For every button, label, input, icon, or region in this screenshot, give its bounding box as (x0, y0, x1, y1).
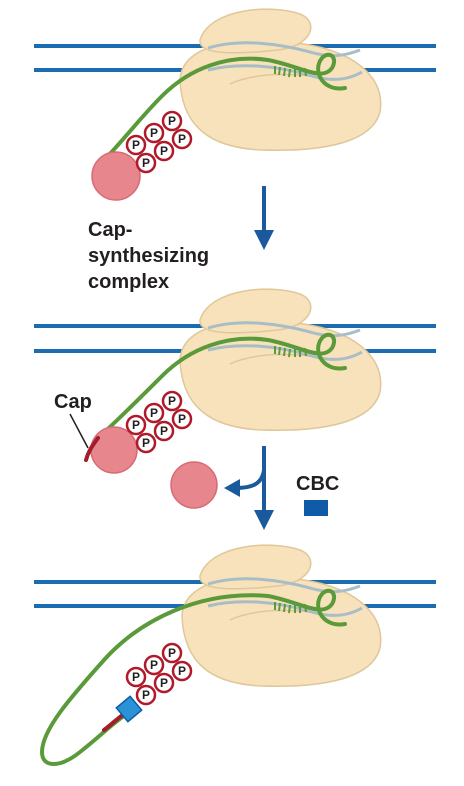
phosphate-mark: P (171, 408, 193, 430)
svg-text:P: P (178, 412, 186, 426)
cbc-bound-block (115, 695, 143, 723)
svg-text:P: P (160, 144, 168, 158)
rna-transcript (96, 332, 347, 440)
panel-cbc-bound: P P P P P P (34, 544, 436, 766)
cbc-block (304, 500, 328, 516)
released-cap-complex (170, 461, 218, 509)
rna-dna-hybrid (274, 66, 307, 78)
phosphate-mark: P (135, 684, 157, 706)
svg-text:P: P (142, 156, 150, 170)
svg-text:P: P (142, 688, 150, 702)
cap-leader-line (69, 413, 89, 449)
svg-text:P: P (168, 114, 176, 128)
svg-text:P: P (132, 670, 140, 684)
svg-text:P: P (150, 658, 158, 672)
cap-5prime (102, 712, 126, 732)
svg-text:P: P (150, 126, 158, 140)
phosphate-mark: P (125, 414, 147, 436)
svg-text:P: P (150, 406, 158, 420)
phosphate-mark: P (135, 152, 157, 174)
svg-text:P: P (168, 646, 176, 660)
phosphate-mark: P (125, 666, 147, 688)
panel-before-capping: P P P P P P Cap- synthesizing complex (34, 8, 436, 293)
phosphate-mark: P (161, 110, 183, 132)
rna-polymerase (181, 544, 382, 687)
svg-text:P: P (160, 676, 168, 690)
cap-5prime (84, 436, 100, 462)
svg-text:P: P (178, 664, 186, 678)
rna-polymerase (179, 288, 382, 431)
panel-after-capping: P P P P P P Cap (34, 288, 436, 474)
phosphate-mark: P (135, 432, 157, 454)
branch-arrow (224, 446, 274, 530)
svg-text:P: P (178, 132, 186, 146)
phosphate-cluster: P P P P P P (125, 642, 193, 706)
label-cap-synthesizing-3: complex (88, 271, 169, 293)
phosphate-mark: P (125, 134, 147, 156)
phosphate-mark: P (161, 390, 183, 412)
phosphate-cluster: P P P P P P (125, 390, 193, 454)
svg-text:P: P (142, 436, 150, 450)
label-cap: Cap (54, 391, 92, 413)
cap-synthesizing-complex (90, 426, 138, 474)
cap-synthesizing-complex (91, 151, 141, 201)
rna-polymerase (179, 8, 382, 151)
phosphate-mark: P (143, 654, 165, 676)
dna-inside-polymerase (207, 41, 361, 58)
phosphate-mark: P (153, 672, 175, 694)
phosphate-mark: P (153, 420, 175, 442)
svg-text:P: P (132, 418, 140, 432)
svg-text:P: P (168, 394, 176, 408)
phosphate-mark: P (161, 642, 183, 664)
label-cap-synthesizing-1: Cap- (88, 219, 132, 241)
phosphate-mark: P (171, 660, 193, 682)
phosphate-mark: P (153, 140, 175, 162)
phosphate-mark: P (143, 402, 165, 424)
down-arrow-1 (254, 186, 274, 250)
svg-text:P: P (132, 138, 140, 152)
phosphate-mark: P (171, 128, 193, 150)
label-cbc: CBC (296, 473, 339, 495)
rna-transcript (40, 588, 347, 766)
phosphate-mark: P (143, 122, 165, 144)
label-cap-synthesizing-2: synthesizing (88, 245, 209, 267)
phosphate-cluster: P P P P P P (125, 110, 193, 174)
svg-text:P: P (160, 424, 168, 438)
rna-transcript (102, 52, 347, 162)
